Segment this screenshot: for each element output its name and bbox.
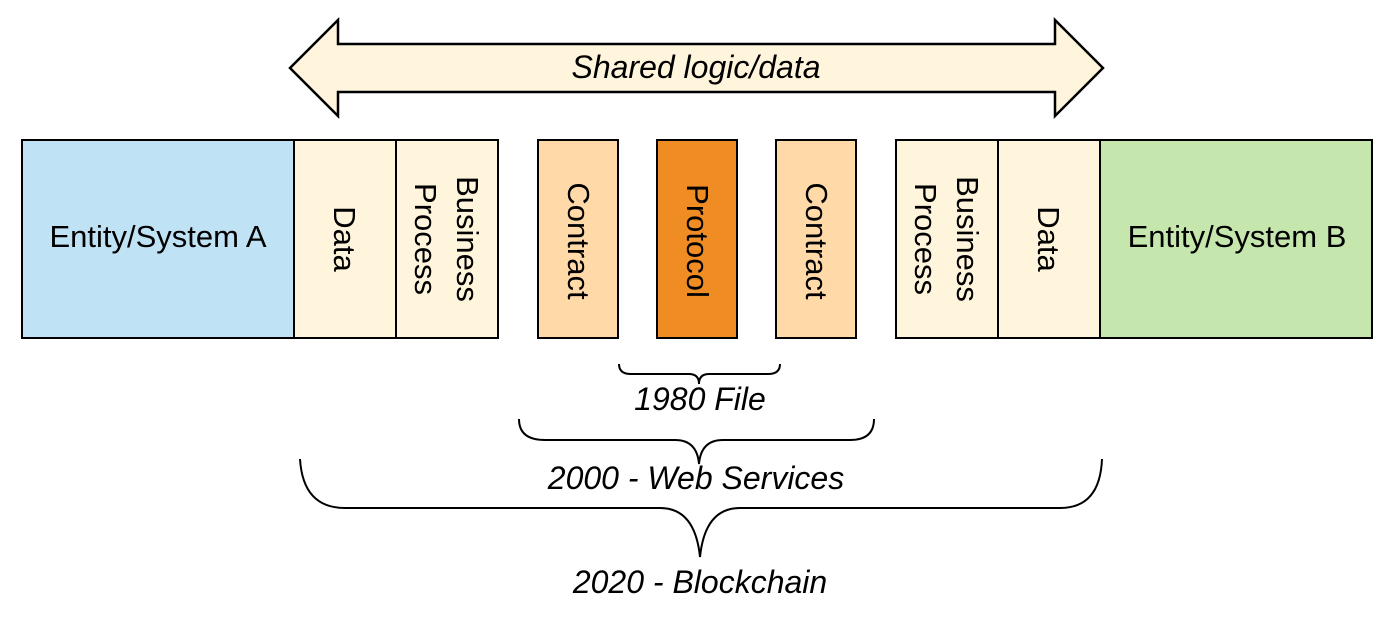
label-2020-blockchain: 2020 - Blockchain: [572, 564, 827, 600]
business-process-b-line1: Business: [950, 176, 985, 302]
label-1980-file: 1980 File: [634, 381, 766, 417]
data-a-label: Data: [327, 206, 362, 272]
contract-b-label: Contract: [799, 182, 834, 300]
contract-b-box: [775, 139, 857, 339]
data-a-box: [293, 139, 397, 339]
brace-2000-web-services: [518, 418, 875, 465]
entity-system-a-box: [21, 139, 295, 339]
entity-system-b-box: [1099, 139, 1373, 339]
protocol-label: Protocol: [680, 184, 715, 298]
data-b-label: Data: [1031, 206, 1066, 272]
protocol-box: [656, 139, 738, 339]
business-process-b-box: [895, 139, 999, 339]
shared-logic-arrow: [288, 16, 1105, 120]
label-2000-web-services: 2000 - Web Services: [547, 460, 844, 496]
entity-system-a-label: Entity/System A: [49, 219, 266, 254]
brace-2020-blockchain: [299, 458, 1103, 558]
entity-system-b-label: Entity/System B: [1128, 219, 1347, 254]
shared-logic-label: Shared logic/data: [571, 49, 820, 85]
brace-1980-file: [618, 363, 781, 385]
business-process-a-box: [395, 139, 499, 339]
business-process-a-line2: Process: [408, 183, 443, 295]
business-process-b-line2: Process: [908, 183, 943, 295]
contract-a-label: Contract: [561, 182, 596, 300]
contract-a-box: [537, 139, 619, 339]
business-process-a-line1: Business: [450, 176, 485, 302]
